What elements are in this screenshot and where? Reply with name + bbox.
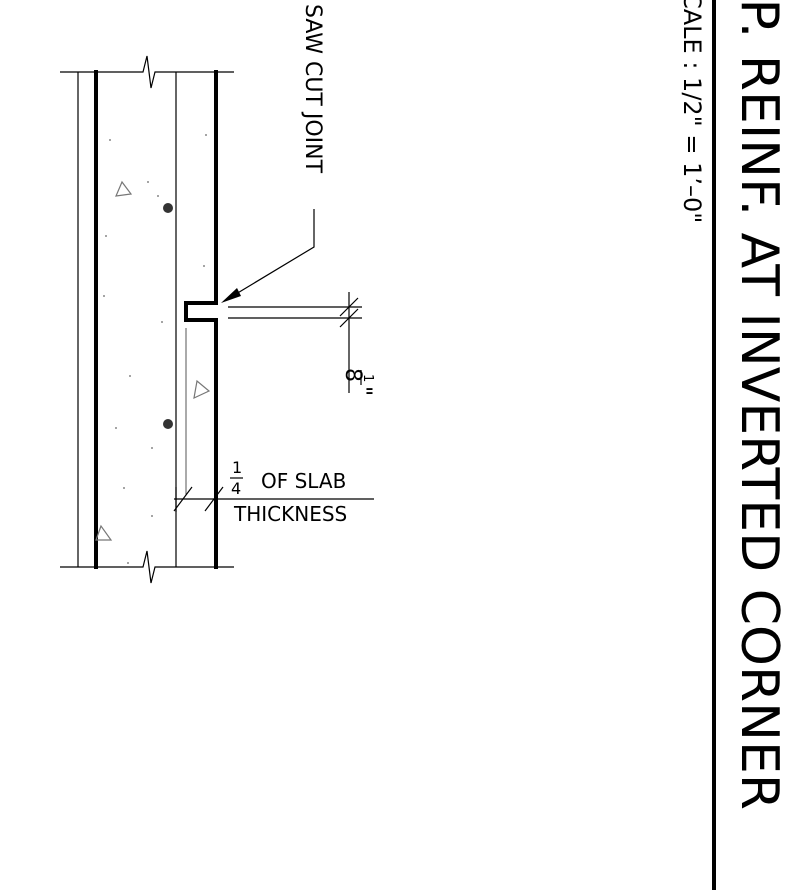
- depth-label: 1 4 OF SLAB THICKNESS: [230, 458, 347, 526]
- cut-width-label: 1 8 ": [340, 368, 375, 396]
- aggregate-dot: [115, 427, 117, 429]
- aggregate-dot: [151, 515, 153, 517]
- aggregate-dot: [129, 375, 131, 377]
- slab-section: [60, 55, 234, 584]
- aggregate-dot: [103, 295, 105, 297]
- detail-scale: CALE : 1/2" = 1’–0": [678, 0, 706, 223]
- aggregate-dot: [147, 181, 149, 183]
- rebar-dot-upper: [163, 203, 173, 213]
- rebar-dot-lower: [163, 419, 173, 429]
- cut-width-unit: ": [350, 386, 375, 396]
- aggregate-triangle-icon: [115, 180, 133, 197]
- depth-text-thickness: THICKNESS: [233, 502, 347, 526]
- depth-text: OF SLAB: [261, 469, 346, 493]
- top-break-line: [60, 55, 234, 89]
- aggregate-dot: [123, 487, 125, 489]
- aggregate-dot: [105, 235, 107, 237]
- slab-right-heavy-face-with-saw-cut: [184, 70, 218, 569]
- aggregate-dot: [205, 134, 207, 136]
- cut-width-numerator: 1: [360, 374, 375, 382]
- bottom-break-line: [60, 550, 234, 584]
- aggregate-dot: [109, 139, 111, 141]
- aggregate-dot: [203, 265, 205, 267]
- aggregate-dot: [157, 195, 159, 197]
- rebars: [163, 203, 173, 429]
- aggregate-triangle-icon: [95, 524, 113, 541]
- depth-dimension: [173, 486, 374, 512]
- saw-cut-leader: [221, 209, 315, 303]
- aggregate-dot: [151, 447, 153, 449]
- concrete-dots: [103, 134, 207, 564]
- detail-title: ’P. REINF. AT INVERTED CORNER: [729, 0, 789, 810]
- concrete-hatch: [95, 180, 211, 541]
- saw-cut-joint-label: SAW CUT JOINT: [300, 4, 325, 174]
- leader-arrowhead-icon: [221, 288, 241, 303]
- depth-numerator: 1: [232, 458, 242, 477]
- depth-denominator: 4: [231, 479, 241, 498]
- aggregate-dot: [127, 562, 129, 564]
- aggregate-triangle-icon: [193, 379, 211, 400]
- cut-width-denominator: 8: [340, 368, 365, 382]
- aggregate-dot: [161, 321, 163, 323]
- cut-width-dimension: [228, 292, 362, 393]
